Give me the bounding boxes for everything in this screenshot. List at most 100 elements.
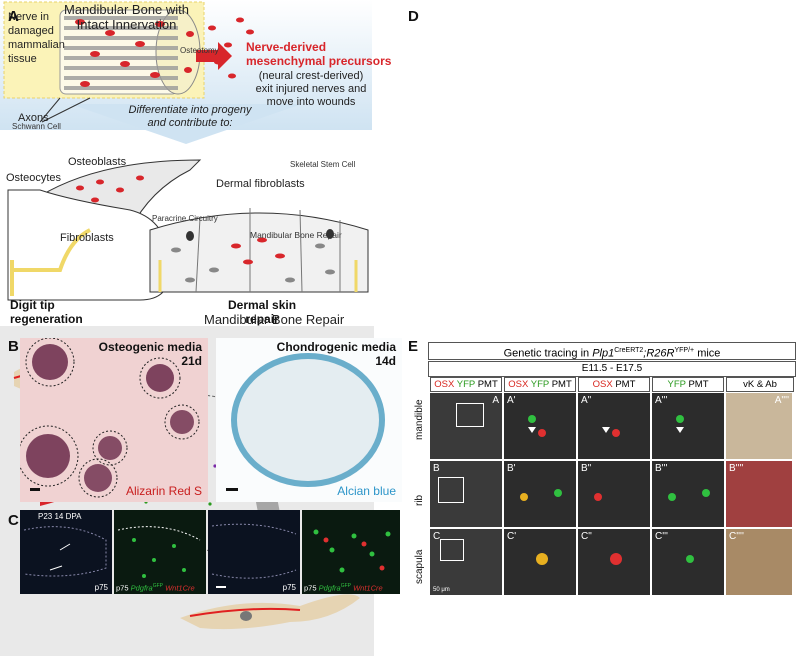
panel-label-e: E [408,338,419,355]
e-cell-c2: C" [578,529,650,595]
e-cell-c4: C'''' [726,529,792,595]
c-image-2: p75 PdgfraGFP Wnt1Cre [114,510,206,594]
c-label-markers-2: p75 PdgfraGFP Wnt1Cre [304,583,383,593]
c-image-3: p75 [208,510,300,594]
text-line: damaged [8,25,54,37]
panel-label-d: D [408,8,419,25]
digit-tip-caption: Digit tip regeneration [10,298,83,326]
col-header-2: OSX YFP PMT [504,377,576,392]
e-cell-c3: C''' [652,529,724,595]
row-label-rib: rib [414,494,425,506]
cell-label: A''' [655,395,668,406]
text-line: Digit tip [10,298,55,312]
e-cell-c: C 50 μm [430,529,502,595]
text-line: repair [245,312,279,326]
e-cell-c1: C' [504,529,576,595]
cell-label: C' [507,531,517,542]
panel-a-schematic: Nerve in damaged mammalian tissue Axons … [0,0,391,326]
cell-label: B'''' [729,463,744,474]
pdgfra-sup: GFP [340,582,351,589]
paracrine-label: Paracrine Circuitry [152,214,218,223]
dermal-skin-caption: Dermal skin repair [228,298,296,326]
text-line: regeneration [10,312,83,326]
text-line: Nerve in [8,11,49,23]
col-header-4: YFP PMT [652,377,724,392]
e-cell-b1: B' [504,461,576,527]
text-line: Chondrogenic media [276,340,396,354]
differentiate-text: Differentiate into progeny and contribut… [110,104,270,130]
e-cell-b: B [430,461,502,527]
e-cell-b4: B'''' [726,461,792,527]
col-header-3: OSX PMT [578,377,650,392]
pmt-text: PMT [477,379,498,390]
text-line: 21d [181,354,202,368]
e-cell-a4: A'''' [726,393,792,459]
cell-label: B''' [655,463,668,474]
cell-label: A [492,395,499,406]
e-cell-b3: B''' [652,461,724,527]
schwann-label: Schwann Cell [12,122,61,131]
c-label-dpa: P23 14 DPA [38,512,82,521]
text-line: (neural crest-derived) [258,70,364,82]
chondrogenic-title: Chondrogenic media 14d [277,340,396,368]
cell-label: A' [507,395,516,406]
pmt-text: PMT [615,379,636,390]
title-sup: CreERT2 [614,347,644,354]
cell-label: B" [581,463,592,474]
col-header-5: vK & Ab [726,377,794,392]
text-line: Differentiate into progeny [128,104,252,116]
pdgfra-text: Pdgfra [318,583,341,592]
panel-label-a: A [8,8,19,25]
cell-label: A" [581,395,592,406]
inset-box [440,539,464,561]
wnt1cre-text: Wnt1Cre [353,583,383,592]
c-label-p75: p75 [94,583,108,592]
row-label-scapula: scapula [414,549,425,584]
row-label-mandible: mandible [414,399,425,440]
skeletal-stem-label: Skeletal Stem Cell [290,160,356,169]
axons-label: Axons [18,112,49,124]
text-line: Dermal skin [228,298,297,312]
osteocytes-label: Osteocytes [6,172,62,184]
text-line: Osteogenic media [98,340,202,354]
pdgfra-text: Pdgfra [130,583,153,592]
scale-label: 50 μm [433,587,450,593]
inset-box [456,403,484,427]
nerve-text: Nerve in damaged mammalian tissue [8,10,65,66]
pmt-text: PMT [688,379,709,390]
cell-label: C" [581,531,592,542]
vk-ab-text: vK & Ab [743,379,777,390]
text-line: mesenchymal precursors [246,54,392,68]
text-line: Intact Innervation [76,17,177,32]
text-line: Mandibular Bone with [64,2,190,17]
inset-box [438,477,464,503]
precursor-subtext: (neural crest-derived) exit injured nerv… [248,70,374,109]
p75-text: p75 [116,583,129,592]
text-line: mammalian [8,39,65,51]
wnt1cre-text: Wnt1Cre [165,583,195,592]
text-line: tissue [8,53,37,65]
title-gene: Plp1 [592,347,615,360]
yfp-text: YFP [530,379,550,390]
osx-text: OSX [508,379,529,390]
title-part: mice [694,347,721,360]
dermal-fibroblasts-label: Dermal fibroblasts [216,178,305,190]
osx-text: OSX [434,379,455,390]
title-sup2: YFP/+ [674,347,695,354]
panel-label-b: B [8,338,19,355]
cell-label: B [433,463,440,474]
e-cell-b2: B" [578,461,650,527]
repair-big-label: Mandibular Bone Repair [204,312,345,327]
cell-label: C''' [655,531,668,542]
c-image-4: p75 PdgfraGFP Wnt1Cre [302,510,400,594]
title-mid: ;R26R [643,347,675,360]
e-cell-a1: A' [504,393,576,459]
cell-label: C'''' [729,531,744,542]
yfp-text: YFP [456,379,476,390]
chondrogenic-image: Chondrogenic media 14d Alcian blue [216,338,402,502]
e-cell-a2: A" [578,393,650,459]
text-line: exit injured nerves and [255,83,367,95]
c-label-p75-2: p75 [282,583,296,592]
yfp-text: YFP [667,379,686,390]
text-line: 14d [375,354,396,368]
